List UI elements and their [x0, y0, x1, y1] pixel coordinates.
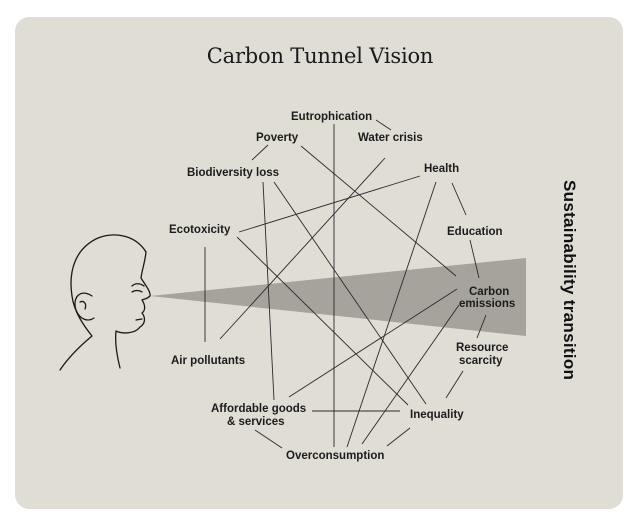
node-biodiversity-loss: Biodiversity loss — [187, 167, 279, 179]
connection-line — [238, 175, 421, 233]
node-carbon-emissions: Carbon — [469, 286, 509, 298]
connection-line — [469, 239, 480, 279]
node-affordable-goods-line2: & services — [227, 416, 285, 428]
diagram-title: Carbon Tunnel Vision — [206, 44, 434, 68]
node-poverty: Poverty — [256, 132, 299, 144]
tunnel-cone — [150, 258, 526, 336]
eye — [131, 289, 143, 293]
ear — [74, 292, 95, 321]
node-education: Education — [447, 226, 503, 238]
node-resource-scarcity-line2: scarcity — [459, 355, 503, 367]
connection-line — [375, 119, 392, 131]
connection-line — [262, 181, 275, 401]
connection-line — [445, 370, 464, 399]
connection-line — [254, 429, 283, 449]
node-eutrophication: Eutrophication — [291, 111, 372, 123]
connection-line — [476, 314, 487, 339]
connection-lines — [204, 119, 487, 449]
connection-line — [451, 182, 467, 216]
sustainability-transition-label: Sustainability transition — [560, 180, 579, 380]
connection-line — [219, 157, 386, 340]
node-resource-scarcity: Resource — [456, 342, 508, 354]
connection-line — [361, 304, 460, 445]
connection-line — [288, 288, 458, 398]
connection-line — [273, 181, 427, 405]
node-overconsumption: Overconsumption — [286, 450, 384, 462]
node-ecotoxicity: Ecotoxicity — [169, 224, 231, 236]
node-health: Health — [424, 163, 459, 175]
node-water-crisis: Water crisis — [358, 132, 423, 144]
node-carbon-emissions-line2: emissions — [459, 298, 515, 310]
node-air-pollutants: Air pollutants — [171, 355, 245, 367]
connection-line — [346, 181, 437, 448]
connection-line — [386, 427, 411, 447]
connection-line — [251, 144, 269, 161]
node-inequality: Inequality — [410, 409, 464, 421]
node-affordable-goods: Affordable goods — [211, 403, 306, 415]
face-icon — [59, 234, 151, 371]
connection-line — [300, 145, 457, 277]
connection-line — [236, 236, 409, 406]
